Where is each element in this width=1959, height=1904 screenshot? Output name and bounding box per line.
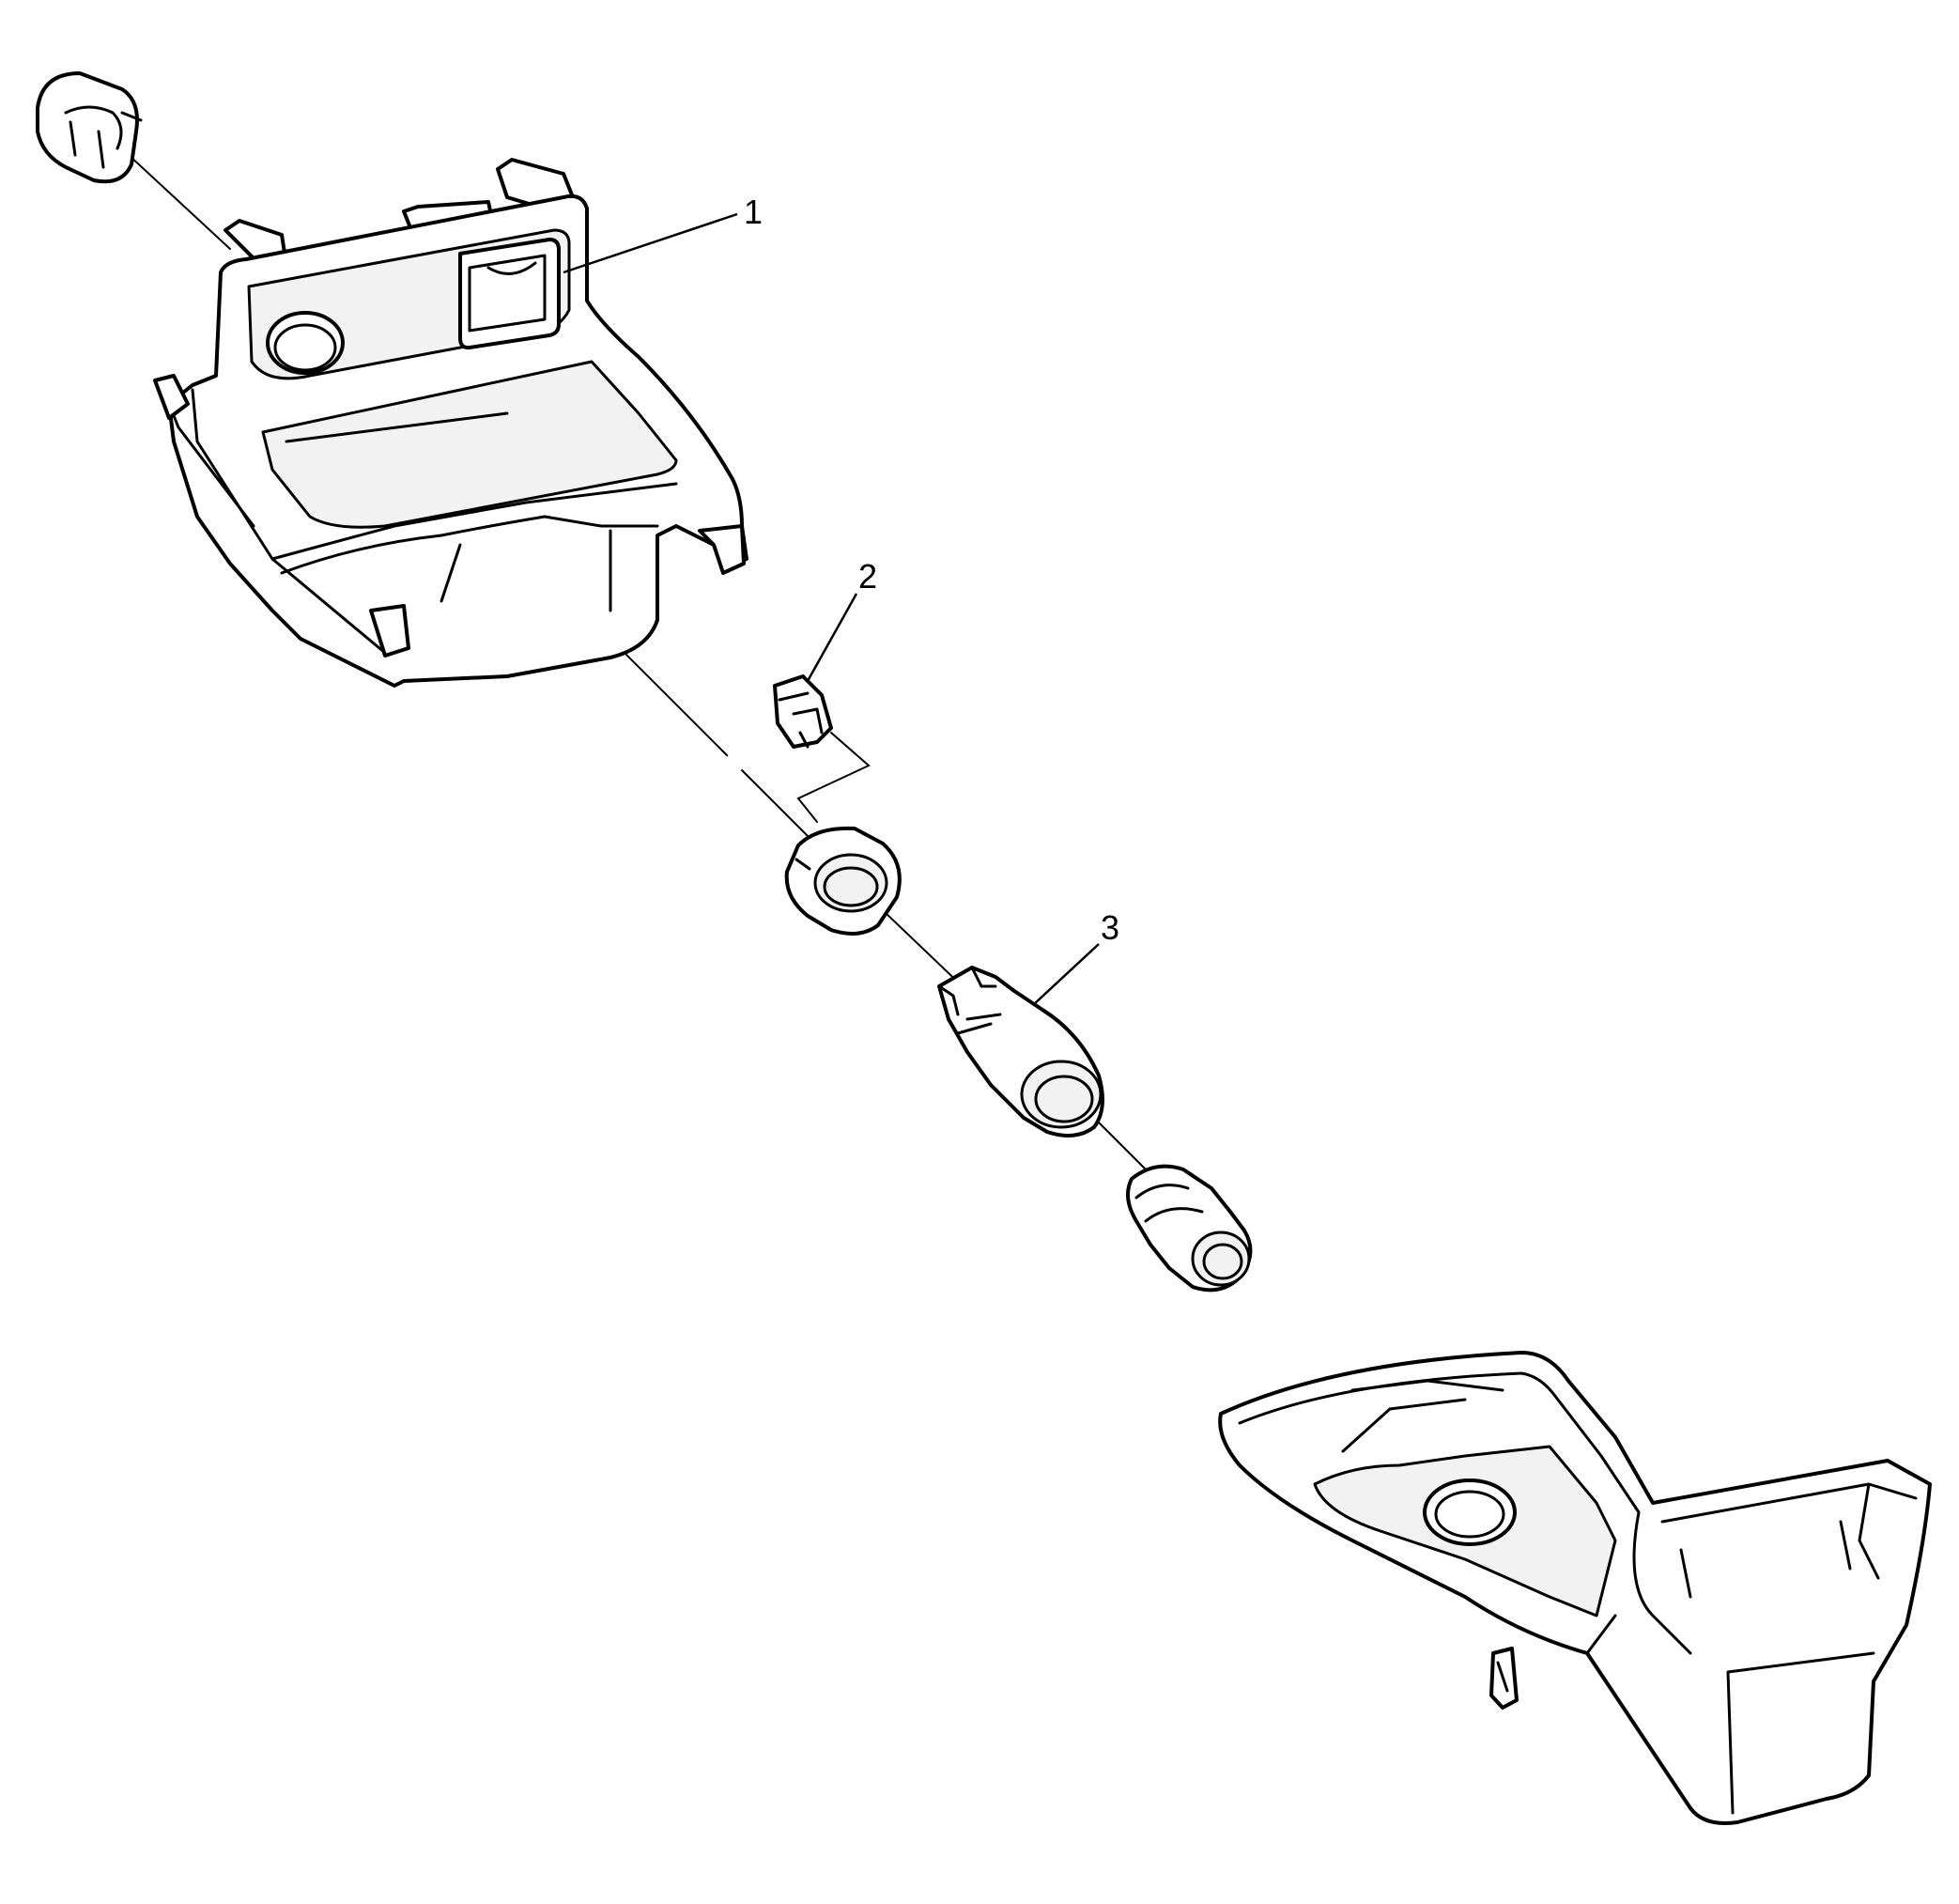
callout-leaders [563, 212, 1100, 1006]
callout-1-label: 1 [744, 193, 763, 231]
bulb-socket-part [773, 674, 871, 823]
leader-3 [1032, 943, 1100, 1006]
retainer-ring-part [784, 826, 902, 936]
leader-2 [806, 593, 858, 682]
callout-2-label: 2 [858, 557, 877, 596]
switch-component [458, 238, 561, 350]
lower-console-part [1218, 1351, 1932, 1825]
lighter-element-part [1126, 1164, 1253, 1293]
end-cap-part [36, 71, 143, 184]
console-panel-part [153, 158, 748, 688]
callout-3-label: 3 [1101, 908, 1119, 947]
leader-1 [563, 212, 738, 274]
lighter-housing-part [937, 966, 1104, 1138]
